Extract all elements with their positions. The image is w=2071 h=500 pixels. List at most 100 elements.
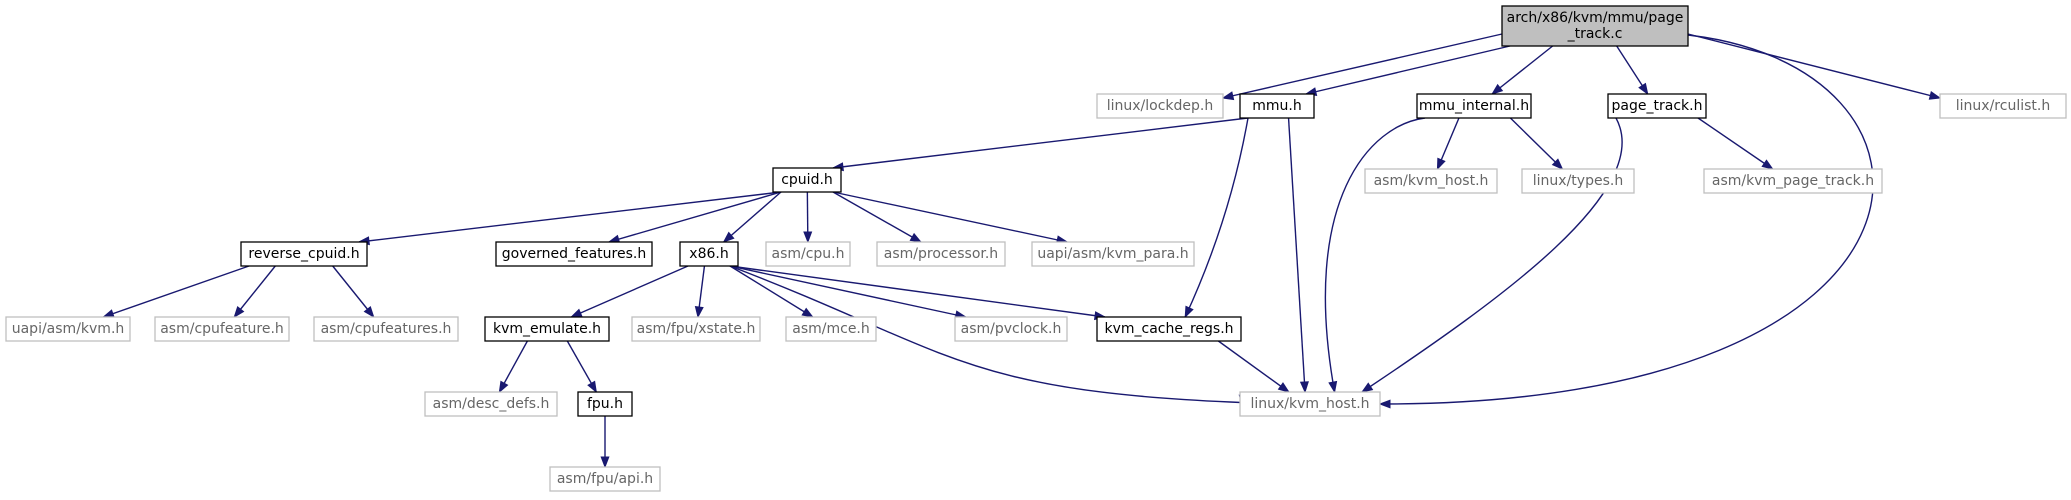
edge-kvm_cache_regs-to-linux_kvm_host <box>1217 340 1290 393</box>
node-label: asm/kvm_page_track.h <box>1712 173 1874 189</box>
edge-cpuid-to-asm_processor <box>832 191 923 243</box>
edge-line <box>1324 117 1426 393</box>
arrowhead-icon <box>600 456 610 469</box>
node-governed-features[interactable]: governed_features.h <box>495 241 653 267</box>
edge-line <box>1305 45 1511 95</box>
node-x86[interactable]: x86.h <box>679 241 739 267</box>
node-label: linux/rculist.h <box>1956 98 2050 114</box>
node-box <box>154 316 290 342</box>
edge-page_track-to-linux_kvm_host <box>1360 117 1623 393</box>
node-label: linux/kvm_host.h <box>1250 396 1369 412</box>
node-box <box>1364 168 1498 194</box>
node-fpu-api: asm/fpu/api.h <box>549 466 661 492</box>
node-label: uapi/asm/kvm_para.h <box>1037 246 1188 262</box>
edge-line <box>832 191 922 243</box>
node-box <box>1607 93 1707 119</box>
node-label: asm/fpu/xstate.h <box>637 321 756 337</box>
node-box <box>1031 241 1195 267</box>
edge-reverse_cpuid-to-uapi_kvm <box>102 265 250 318</box>
edge-mmu-to-linux_kvm_host <box>1287 117 1309 394</box>
node-label: asm/cpufeatures.h <box>321 321 452 337</box>
node-box <box>772 167 842 193</box>
arrowhead-icon <box>1378 399 1391 409</box>
node-label: uapi/asm/kvm.h <box>12 321 125 337</box>
edge-root-to-lockdep <box>1221 33 1503 101</box>
node-box <box>876 241 1006 267</box>
node-box <box>1703 168 1883 194</box>
arrowhead-icon <box>1184 305 1194 319</box>
arrowhead-icon <box>803 231 813 244</box>
node-root[interactable]: arch/x86/kvm/mmu/page_track.c <box>1501 5 1689 47</box>
arrowhead-icon <box>102 309 115 318</box>
node-box <box>1096 93 1224 119</box>
edge-mmu_internal-to-linux_types <box>1509 117 1564 170</box>
node-asm-kvm-host: asm/kvm_host.h <box>1364 168 1498 194</box>
node-fpu-h[interactable]: fpu.h <box>577 391 633 417</box>
edge-root-to-page_track <box>1616 45 1649 96</box>
node-kvm-emulate[interactable]: kvm_emulate.h <box>484 316 610 342</box>
node-box <box>954 316 1068 342</box>
edge-cpuid-to-uapi_kvm_para <box>832 191 1069 245</box>
node-box <box>5 316 131 342</box>
node-page-track[interactable]: page_track.h <box>1607 93 1707 119</box>
node-mmu[interactable]: mmu.h <box>1239 93 1315 119</box>
arrowhead-icon <box>1761 159 1774 170</box>
node-box <box>577 391 633 417</box>
node-box <box>424 391 558 417</box>
edge-x86-to-kvm_emulate <box>570 265 689 318</box>
edge-x86-to-kvm_cache_regs <box>729 265 1107 321</box>
node-box <box>313 316 459 342</box>
node-box <box>1239 93 1315 119</box>
edge-line <box>832 191 1068 243</box>
edge-root-to-rculist <box>1687 33 1942 100</box>
node-lockdep: linux/lockdep.h <box>1096 93 1224 119</box>
node-asm-kvm-page-track: asm/kvm_page_track.h <box>1703 168 1883 194</box>
edge-cpuid-to-reverse_cpuid <box>357 191 782 246</box>
edge-line <box>1491 45 1554 95</box>
node-box <box>1239 391 1381 417</box>
arrowhead-icon <box>1551 158 1564 170</box>
edge-fpu_h-to-fpu_api <box>600 416 610 469</box>
arrowhead-icon <box>1299 381 1309 394</box>
node-uapi-kvm: uapi/asm/kvm.h <box>5 316 131 342</box>
node-asm-pvclock: asm/pvclock.h <box>954 316 1068 342</box>
edge-mmu_internal-to-asm_kvm_host <box>1436 117 1460 171</box>
node-box <box>549 466 661 492</box>
arrowhead-icon <box>1221 91 1235 101</box>
node-label: asm/mce.h <box>792 321 870 337</box>
node-kvm-cache-regs[interactable]: kvm_cache_regs.h <box>1096 316 1242 342</box>
edge-line <box>1361 117 1623 393</box>
arrowhead-icon <box>498 380 509 394</box>
node-label: linux/lockdep.h <box>1107 98 1214 114</box>
arrowhead-icon <box>1436 157 1446 171</box>
node-box <box>240 241 368 267</box>
edge-cpuid-to-x86 <box>722 191 782 243</box>
node-label: asm/fpu/api.h <box>557 471 653 487</box>
edge-line <box>1509 117 1563 170</box>
node-box <box>1416 93 1532 119</box>
node-mmu-internal[interactable]: mmu_internal.h <box>1416 93 1532 119</box>
edge-mmu_internal-to-linux_kvm_host <box>1324 117 1426 394</box>
edge-line <box>608 191 782 243</box>
edge-reverse_cpuid-to-asm_cpufeature <box>233 265 276 319</box>
arrowhead-icon <box>1638 82 1649 96</box>
node-box <box>1096 316 1242 342</box>
node-cpuid[interactable]: cpuid.h <box>772 167 842 193</box>
node-box <box>484 316 610 342</box>
node-box <box>1521 168 1635 194</box>
edge-line <box>1217 340 1290 393</box>
node-label: x86.h <box>689 246 728 262</box>
node-label: reverse_cpuid.h <box>248 246 359 262</box>
arrowhead-icon <box>1928 91 1942 100</box>
node-box <box>495 241 653 267</box>
node-asm-cpufeatures: asm/cpufeatures.h <box>313 316 459 342</box>
node-label: page_track.h <box>1612 98 1703 114</box>
node-reverse-cpuid[interactable]: reverse_cpuid.h <box>240 241 368 267</box>
edge-line <box>832 117 1249 169</box>
node-asm-cpu: asm/cpu.h <box>765 241 851 267</box>
edges-layer <box>102 33 1942 469</box>
node-label: kvm_emulate.h <box>493 321 601 337</box>
node-label: asm/pvclock.h <box>961 321 1062 337</box>
node-fpu-xstate: asm/fpu/xstate.h <box>631 316 761 342</box>
arrowhead-icon <box>570 308 583 318</box>
